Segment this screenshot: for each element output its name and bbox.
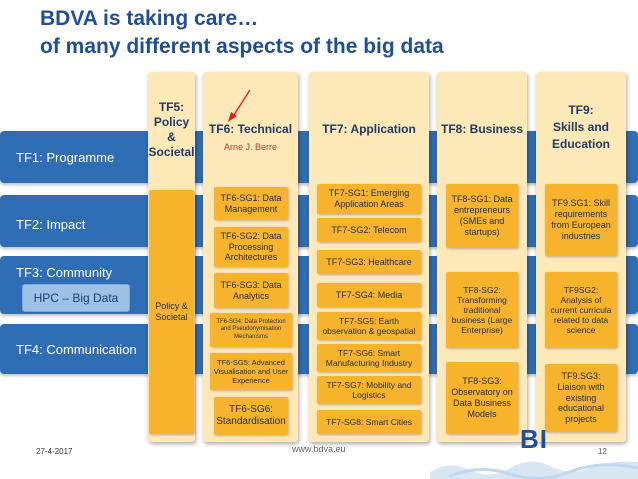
column-tf8: TF8: Business TF8-SG1: Data entrepreneur… (437, 72, 527, 442)
hpc-big-data-label: HPC – Big Data (22, 284, 130, 312)
column-tf9: TF9: Skills and Education TF9.SG1: Skill… (536, 72, 626, 442)
footer-page-number: 12 (598, 447, 607, 456)
column-tf7: TF7: Application TF7-SG1: Emerging Appli… (309, 72, 429, 442)
tf9-sg1-box: TF9.SG1: Skill requirements from Europea… (545, 184, 617, 256)
footer-date: 27-4-2017 (36, 447, 73, 456)
band-tf2-label: TF2: Impact (16, 217, 86, 232)
tf9-sg3-box: TF9.SG3: Liaison with existing education… (545, 364, 617, 432)
pointer-arrow-icon (228, 89, 251, 122)
column-tf6: TF6: Technical Arne J. Berre TF6-SG1: Da… (203, 72, 298, 442)
tf7-sg8-box: TF7-SG8: Smart Cities (317, 410, 421, 434)
slide-title-line1: BDVA is taking care… (40, 7, 259, 30)
tf7-sg6-box: TF7-SG6: Smart Manufacturing Industry (317, 344, 421, 372)
column-tf8-header: TF8: Business (440, 122, 524, 136)
slide-title-line2: of many different aspects of the big dat… (40, 35, 444, 58)
bdva-logo: BI (520, 424, 548, 454)
column-tf6-header: TF6: Technical (208, 122, 293, 136)
footer-wave-decoration-icon (430, 461, 638, 479)
tf7-sg1-box: TF7-SG1: Emerging Application Areas (317, 184, 421, 214)
column-tf5-header: TF5: Policy & Societal (148, 100, 195, 159)
footer-url: www.bdva.eu (292, 444, 346, 454)
tf6-sg4-box: TF6-SG4: Data Protection and Pseudonymis… (210, 313, 292, 347)
tf6-sg6-box: TF6-SG6: Standardisation (214, 397, 288, 435)
tf6-sg2-box: TF6-SG2: Data Processing Architectures (214, 227, 288, 267)
column-tf9-header: TF9: Skills and Education (551, 103, 610, 151)
tf6-sg3-box: TF6-SG3: Data Analytics (214, 273, 288, 308)
tf8-sg3-box: TF8-SG3: Observatory on Data Business Mo… (446, 362, 518, 434)
tf7-sg5-box: TF7-SG5: Earth observation & geospatial (317, 312, 421, 340)
tf8-sg1-box: TF8-SG1: Data entrepreneurs (SMEs and st… (446, 184, 518, 248)
tf5-policy-box: Policy & Societal (149, 190, 194, 434)
tf6-presenter-name: Arne J. Berre (223, 142, 278, 152)
tf8-sg2-box: TF8-SG2: Transforming traditional busine… (446, 272, 518, 348)
tf7-sg2-box: TF7-SG2: Telecom (317, 218, 421, 242)
tf7-sg3-box: TF7-SG3: Healthcare (317, 250, 421, 274)
band-tf4-label: TF4: Communication (16, 341, 137, 357)
tf6-sg1-box: TF6-SG1: Data Management (214, 187, 288, 220)
band-tf3-label: TF3: Community (16, 265, 113, 280)
column-tf7-header: TF7: Application (322, 122, 416, 136)
tf7-sg4-box: TF7-SG4: Media (317, 283, 421, 307)
column-tf5: TF5: Policy & Societal Policy & Societal (148, 72, 195, 442)
band-tf1-label: TF1: Programme (16, 149, 115, 165)
tf6-sg5-box: TF6-SG5: Advanced Visualisation and User… (210, 353, 292, 390)
tf9-sg2-box: TF9SG2: Analysis of current curricula re… (545, 272, 617, 348)
tf7-sg7-box: TF7-SG7: Mobility and Logistics (317, 376, 421, 404)
